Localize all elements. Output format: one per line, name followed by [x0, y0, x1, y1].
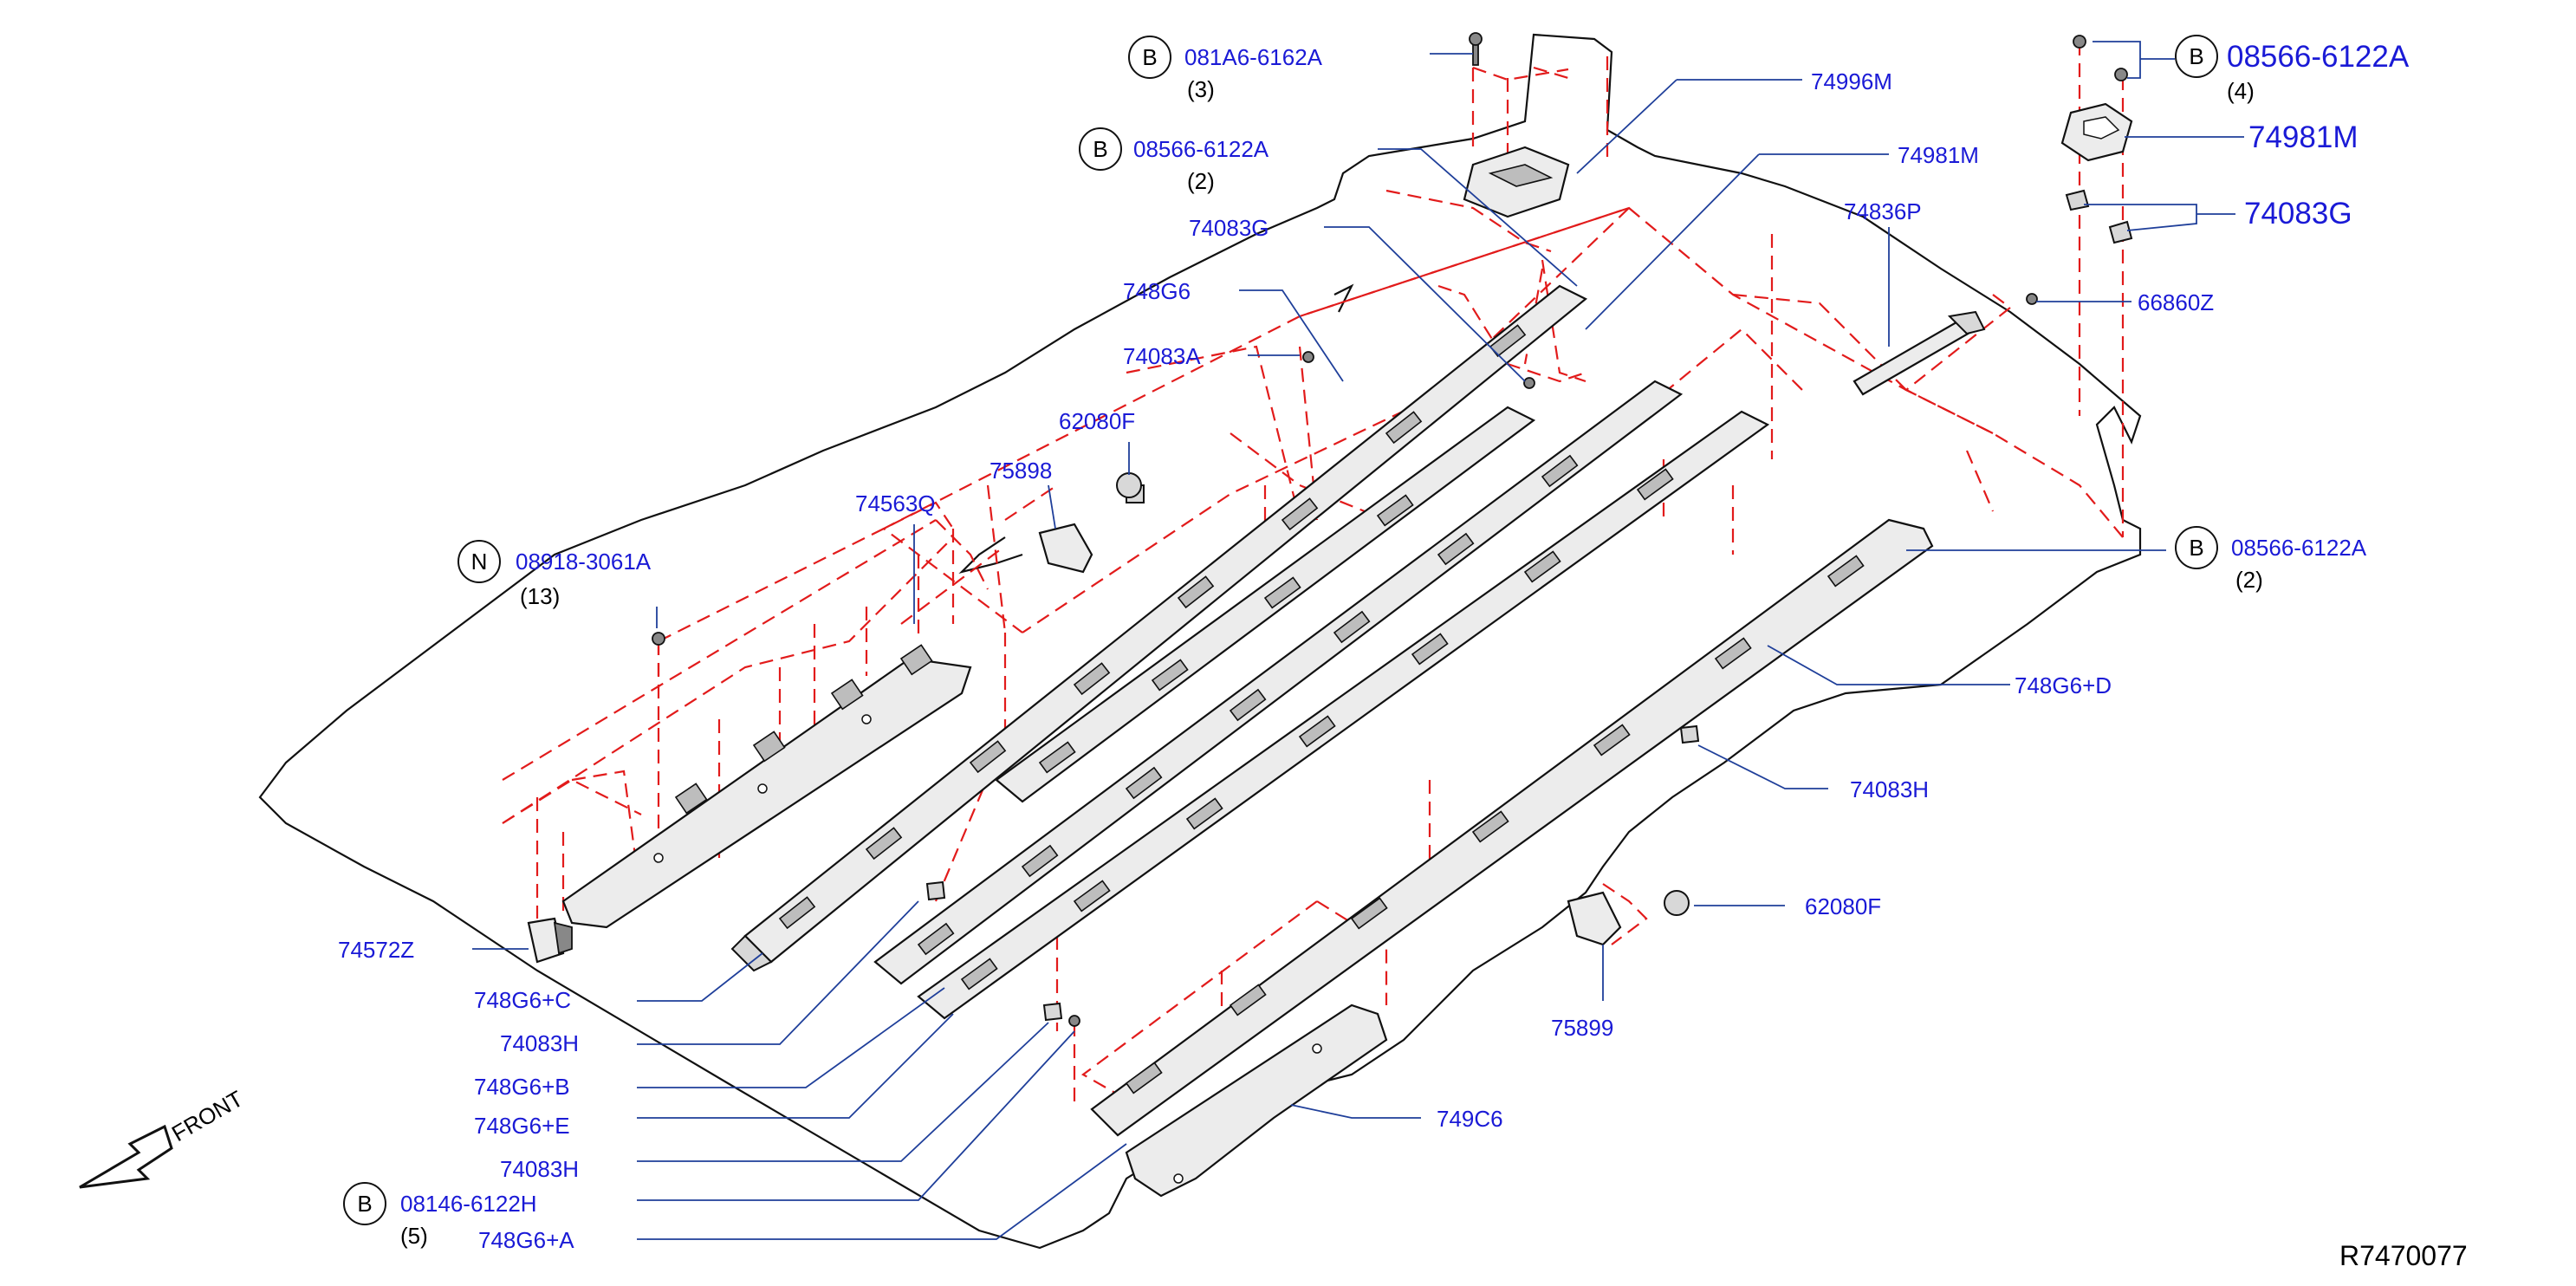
- label-74083a: 74083A: [1123, 343, 1201, 369]
- rail-748g6-e: [917, 410, 1770, 1020]
- svg-text:B: B: [1142, 44, 1157, 70]
- label-748g6-d: 748G6+D: [2015, 672, 2112, 698]
- small-parts: [652, 189, 2133, 1027]
- qty-08918-3061a: (13): [520, 583, 560, 609]
- circle-b-08566-right: B: [2175, 526, 2218, 569]
- label-74083h-right: 74083H: [1850, 776, 1929, 802]
- label-66860z: 66860Z: [2138, 289, 2214, 315]
- label-748g6-a: 748G6+A: [478, 1227, 574, 1253]
- label-08918-3061a: 08918-3061A: [516, 549, 652, 575]
- label-74996m: 74996M: [1811, 68, 1892, 94]
- diagram-reference: R7470077: [2339, 1240, 2468, 1271]
- rail-748g6-b: [873, 380, 1684, 985]
- label-08566-6122a-topright: 08566-6122A: [2227, 40, 2410, 74]
- label-748g6-b: 748G6+B: [474, 1074, 570, 1100]
- bracket-75899: [1567, 891, 1622, 946]
- circle-b-081a6: B: [1128, 36, 1171, 79]
- label-74083h-left2: 74083H: [500, 1156, 579, 1182]
- bracket-74572z: [527, 917, 573, 964]
- qty-08566-6122a-right: (2): [2235, 567, 2263, 593]
- qty-081a6-6162a: (3): [1187, 76, 1215, 102]
- svg-text:B: B: [2189, 535, 2203, 561]
- tube-74836p: [1853, 310, 1986, 396]
- plate-74981m: [2060, 35, 2133, 162]
- label-74563q: 74563Q: [855, 490, 936, 516]
- bracket-75898: [1038, 523, 1093, 574]
- label-75899: 75899: [1551, 1015, 1613, 1041]
- label-74981m-right: 74981M: [2248, 120, 2358, 154]
- qty-08566-6122a-top: (2): [1187, 168, 1215, 194]
- label-74572z: 74572Z: [338, 937, 414, 963]
- circle-n-08918: N: [457, 540, 501, 583]
- rail-748g6-d: [1090, 518, 1934, 1137]
- qty-08566-6122a-topright: (4): [2227, 78, 2255, 104]
- qty-08146-6122h: (5): [400, 1223, 428, 1249]
- front-label: FRONT: [167, 1085, 248, 1146]
- part-labels: 081A6-6162A (3) 08566-6122A (2) 74996M 7…: [338, 40, 2410, 1253]
- front-arrow-icon: [79, 1124, 173, 1189]
- circle-b-08146: B: [343, 1182, 386, 1225]
- label-08566-6122a-top: 08566-6122A: [1133, 136, 1269, 162]
- sill-74563q: [561, 644, 972, 929]
- label-74083g-mid: 74083G: [1189, 215, 1269, 241]
- svg-text:N: N: [471, 549, 488, 575]
- label-74083g-right: 74083G: [2244, 197, 2352, 231]
- label-74836p: 74836P: [1844, 198, 1922, 224]
- label-62080f-top: 62080F: [1059, 408, 1135, 434]
- bracket-74996m: [1463, 32, 1570, 218]
- label-081a6-6162a: 081A6-6162A: [1184, 44, 1323, 70]
- circle-b-08566-topright: B: [2175, 35, 2218, 78]
- svg-text:B: B: [357, 1191, 372, 1217]
- svg-text:B: B: [2189, 43, 2203, 69]
- svg-text:B: B: [1093, 136, 1107, 162]
- label-74083h-left1: 74083H: [500, 1030, 579, 1056]
- circle-b-08566-top: B: [1079, 127, 1122, 171]
- label-74981m-mid: 74981M: [1898, 142, 1979, 168]
- label-08146-6122h: 08146-6122H: [400, 1191, 537, 1217]
- label-08566-6122a-right: 08566-6122A: [2231, 535, 2367, 561]
- label-748g6-e: 748G6+E: [474, 1113, 570, 1139]
- rail-748g6-top: [995, 406, 1536, 803]
- bracket-749c6: [1125, 1003, 1388, 1198]
- dashed-guides: [502, 42, 2125, 1110]
- label-749c6: 749C6: [1437, 1106, 1503, 1132]
- label-75898: 75898: [990, 458, 1052, 484]
- label-748g6: 748G6: [1123, 278, 1191, 304]
- cap-62080f: [1116, 472, 1690, 916]
- label-748g6-c: 748G6+C: [474, 987, 571, 1013]
- leader-lines: [472, 41, 2244, 1240]
- rail-748g6-c: [730, 284, 1588, 972]
- label-62080f-bottom: 62080F: [1805, 893, 1881, 919]
